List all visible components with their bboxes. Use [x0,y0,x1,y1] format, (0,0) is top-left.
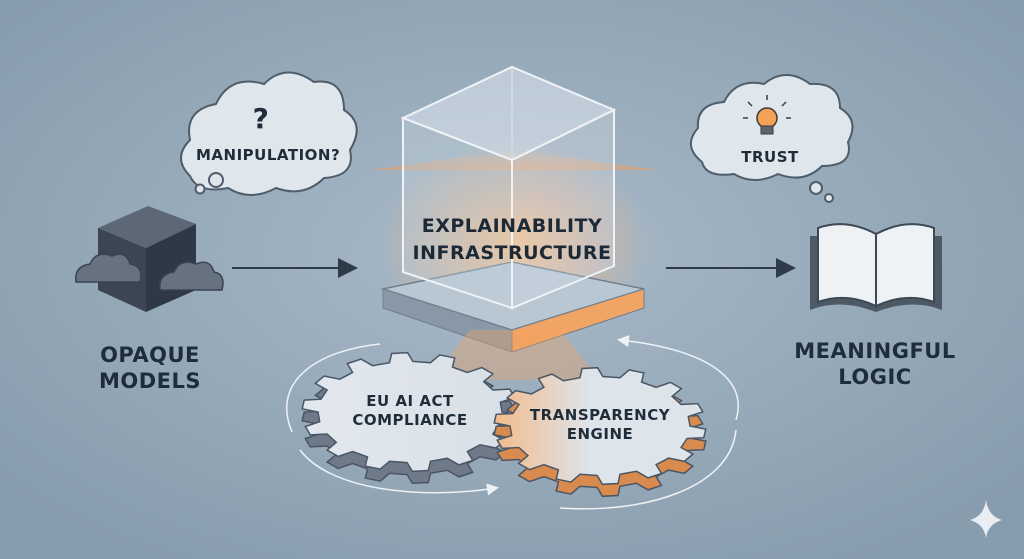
question-mark-icon: ? [252,102,270,135]
gear-icon [493,366,707,498]
eu-ai-act-label: EU AI ACT COMPLIANCE [330,392,490,430]
gears [301,351,707,498]
core-line-2: INFRASTRUCTURE [412,242,612,264]
meaningful-line-1: MEANINGFUL [794,339,956,363]
opaque-line-1: OPAQUE [100,343,200,367]
orbit-arc [559,429,737,510]
gear-left-line-2: COMPLIANCE [352,411,468,429]
meaningful-logic-label: MEANINGFUL LOGIC [790,338,960,390]
opaque-line-2: MODELS [98,369,202,393]
meaningful-line-2: LOGIC [838,365,912,389]
orbit-arc [286,343,381,433]
transparency-engine-label: TRANSPARENCY ENGINE [520,406,680,444]
core-line-1: EXPLAINABILITY [421,215,603,237]
gear-icon [301,351,519,485]
manipulation-label: MANIPULATION? [196,146,341,164]
thought-bubble-left [180,71,358,196]
explainability-infrastructure-label: EXPLAINABILITY INFRASTRUCTURE [400,213,624,267]
glass-cube [370,65,660,353]
book-icon [810,223,942,312]
gear-right-line-1: TRANSPARENCY [529,406,671,424]
orbit-arc [299,449,499,496]
cloud-icon [159,261,224,291]
gear-right-line-2: ENGINE [566,425,634,443]
lightbulb-icon [743,95,791,135]
trust-label: TRUST [741,148,799,166]
opaque-models-label: OPAQUE MODELS [80,342,220,394]
gear-left-line-1: EU AI ACT [366,392,454,410]
sparkle-icon [970,500,1002,538]
cloud-icon [75,253,142,283]
light-beam [430,330,600,380]
orbit-arc [617,335,739,421]
